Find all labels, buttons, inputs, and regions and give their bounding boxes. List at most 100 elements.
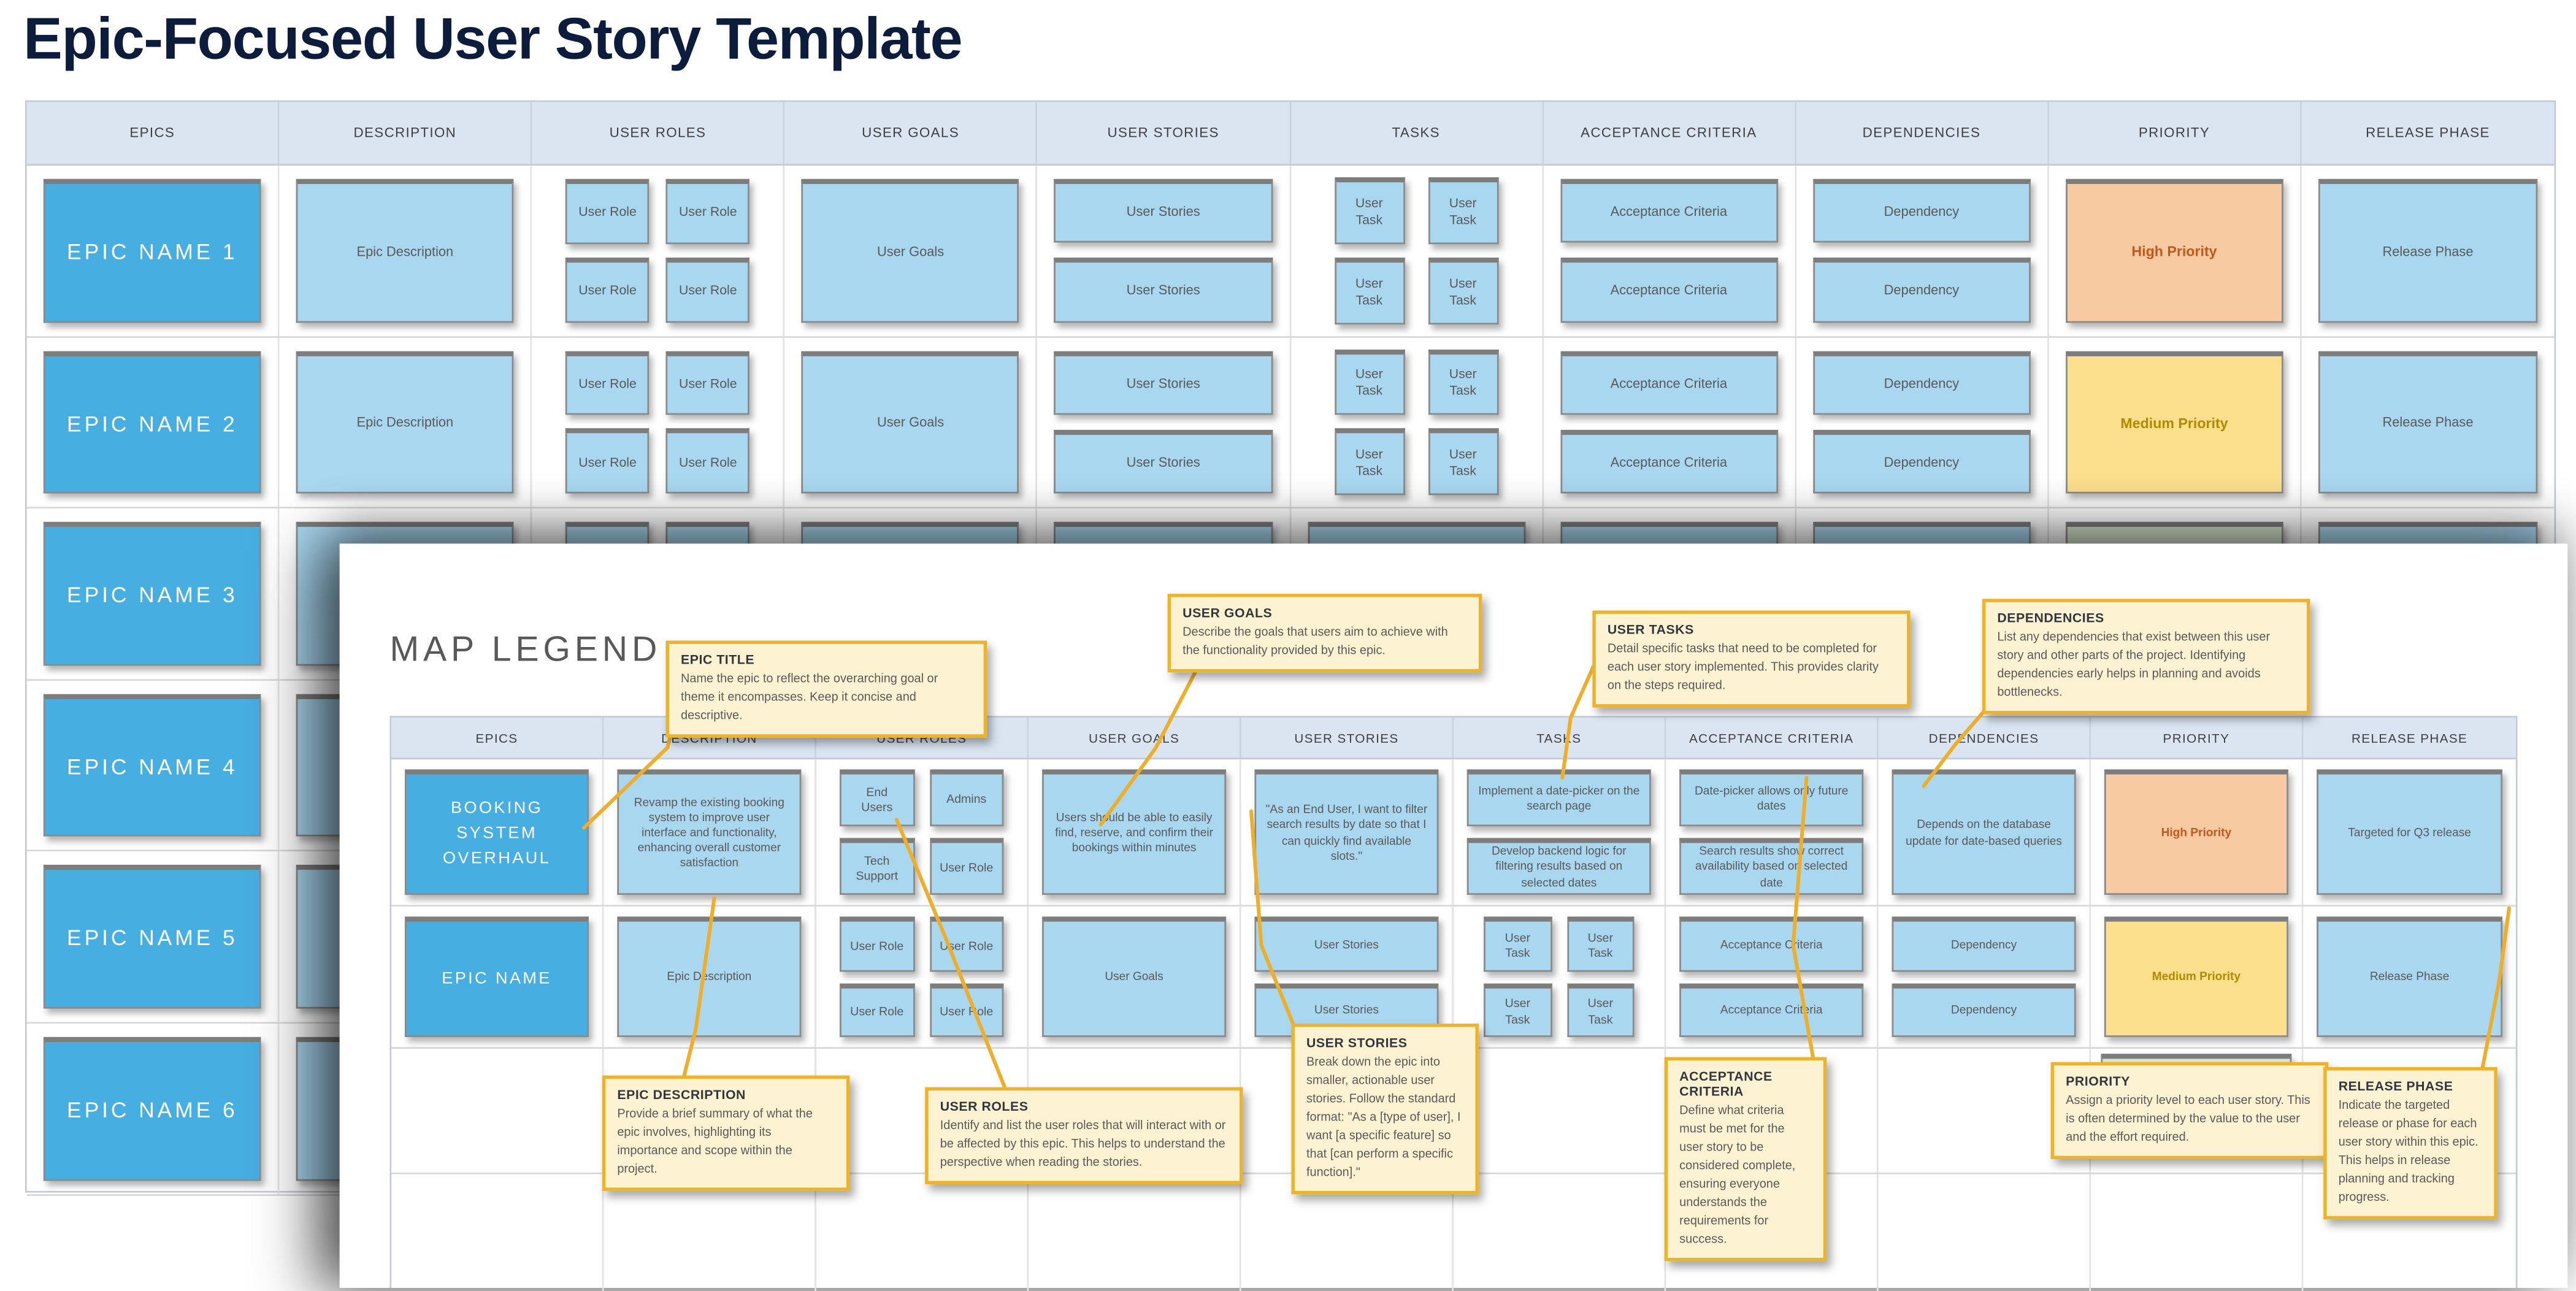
acceptance-criteria-card[interactable]: Acceptance Criteria [1560,178,1778,243]
epic-card[interactable]: EPIC NAME 2 [43,350,261,494]
user-story-card[interactable]: User Stories [1254,916,1439,971]
user-task-card[interactable]: User Task [1333,348,1405,416]
user-role-card[interactable]: User Role [666,350,750,416]
acceptance-criteria-card[interactable]: Acceptance Criteria [1560,350,1778,415]
user-role-card[interactable]: User Role [666,429,750,494]
annotation-title: EPIC TITLE [680,652,755,668]
user-story-card[interactable]: User Stories [1054,178,1273,243]
dependency-card[interactable]: Dependency [1892,916,2076,971]
user-task-card[interactable]: User Task [1484,916,1552,971]
release-phase-card[interactable]: Targeted for Q3 release [2317,769,2502,895]
user-role-card[interactable]: User Role [840,983,914,1037]
release-phase-card[interactable]: Release Phase [2318,350,2538,494]
user-role-card[interactable]: User Role [929,983,1004,1037]
dependency-card[interactable]: Dependency [1812,258,2031,323]
user-role-card[interactable]: User Role [666,257,750,323]
acceptance-criteria-card[interactable]: Acceptance Criteria [1560,258,1778,323]
acceptance-criteria-card[interactable]: Search results show correct availability… [1679,838,1864,895]
user-role-card[interactable]: User Role [929,916,1004,971]
user-task-card[interactable]: User Task [1566,983,1635,1037]
release-phase-card[interactable]: Release Phase [2318,178,2538,323]
acceptance-criteria-card[interactable]: Acceptance Criteria [1679,916,1864,971]
column-header: USER ROLES [532,102,785,164]
user-story-card[interactable]: User Stories [1054,258,1273,323]
annotation-title: RELEASE PHASE [2338,1079,2453,1094]
user-task-card[interactable]: Implement a date-picker on the search pa… [1466,769,1651,827]
column-header: USER GOALS [785,102,1038,164]
acceptance-criteria-card[interactable]: Acceptance Criteria [1679,983,1864,1037]
dependency-card[interactable]: Dependency [1812,178,2031,243]
user-task-card[interactable]: User Task [1427,257,1498,324]
dependency-card[interactable]: Depends on the database update for date-… [1892,769,2076,895]
user-task-card[interactable]: User Task [1427,177,1498,244]
annotation-body: Detail specific tasks that need to be co… [1607,640,1879,692]
description-card[interactable]: Epic Description [617,916,802,1037]
description-card[interactable]: Revamp the existing booking system to im… [617,769,802,895]
dependency-card[interactable]: Dependency [1812,350,2031,415]
epic-card[interactable]: EPIC NAME 6 [43,1036,261,1181]
user-role-card[interactable]: User Role [565,429,650,494]
user-role-card[interactable]: User Role [565,178,650,244]
user-story-card[interactable]: User Stories [1054,429,1273,494]
user-role-card[interactable]: User Role [565,350,650,416]
annotation-body: Break down the epic into smaller, action… [1306,1054,1461,1179]
user-task-card[interactable]: User Task [1333,429,1405,496]
user-story-card[interactable]: "As an End User, I want to filter search… [1254,769,1439,895]
user-role-card[interactable]: User Role [666,178,750,244]
user-goals-card[interactable]: User Goals [1042,916,1227,1037]
column-header: ACCEPTANCE CRITERIA [1543,102,1796,164]
page-title: Epic-Focused User Story Template [23,6,962,72]
user-goals-card[interactable]: User Goals [802,178,1019,323]
user-goals-card[interactable]: User Goals [802,350,1019,494]
user-task-card[interactable]: User Task [1566,916,1635,971]
dependency-card[interactable]: Dependency [1812,429,2031,494]
column-header: EPICS [27,102,280,164]
dependency-card[interactable]: Dependency [1892,983,2076,1037]
priority-card[interactable]: High Priority [2104,769,2288,895]
user-role-card[interactable]: End Users [840,769,914,827]
column-header: EPICS [391,717,604,758]
priority-card[interactable]: High Priority [2065,178,2283,323]
user-task-card[interactable]: User Task [1427,348,1498,416]
user-role-card[interactable]: Tech Support [840,838,914,895]
column-header: TASKS [1290,102,1544,164]
priority-card[interactable]: Medium Priority [2104,916,2288,1037]
user-role-card[interactable]: User Role [929,838,1004,895]
user-task-card[interactable]: User Task [1333,257,1405,324]
column-header: PRIORITY [2049,102,2302,164]
epic-card[interactable]: EPIC NAME 1 [43,178,261,323]
user-task-card[interactable]: User Task [1333,177,1405,244]
user-role-card[interactable]: User Role [565,257,650,323]
description-card[interactable]: Epic Description [296,350,514,494]
column-header: RELEASE PHASE [2351,730,2468,745]
annotation-release-phase: RELEASE PHASE Indicate the targeted relea… [2323,1067,2497,1219]
user-task-card[interactable]: Develop backend logic for filtering resu… [1466,838,1651,895]
user-task-card[interactable]: User Task [1484,983,1552,1037]
release-phase-card[interactable]: Release Phase [2317,916,2502,1037]
acceptance-criteria-card[interactable]: Date-picker allows only future dates [1679,769,1864,827]
user-goals-card[interactable]: Users should be able to easily find, res… [1042,769,1227,895]
user-role-card[interactable]: User Role [840,916,914,971]
annotation-title: USER TASKS [1607,622,1694,638]
acceptance-criteria-card[interactable]: Acceptance Criteria [1560,429,1778,494]
epic-card[interactable]: EPIC NAME 4 [43,694,261,837]
epic-card[interactable]: EPIC NAME [404,916,589,1037]
epic-card[interactable]: EPIC NAME 3 [43,522,261,665]
priority-card[interactable]: Medium Priority [2065,350,2283,494]
column-header: USER GOALS [1029,717,1241,758]
epic-card[interactable]: BOOKING SYSTEM OVERHAUL [404,769,589,895]
epic-card[interactable]: EPIC NAME 5 [43,865,261,1009]
user-role-card[interactable]: Admins [929,769,1004,827]
user-task-card[interactable]: User Task [1427,429,1498,496]
description-card[interactable]: Epic Description [296,178,514,323]
column-header: DEPENDENCIES [1796,102,2049,164]
annotation-body: Indicate the targeted release or phase f… [2338,1097,2478,1204]
user-story-card[interactable]: User Stories [1054,350,1273,415]
column-header: RELEASE PHASE [2366,125,2490,141]
